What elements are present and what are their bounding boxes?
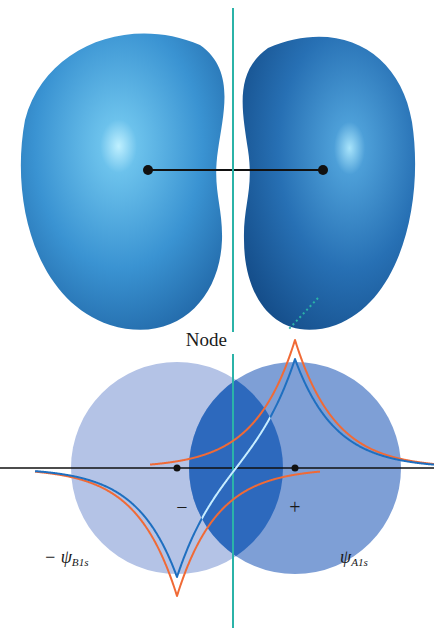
overlap-region (0, 300, 434, 634)
leader-line (288, 298, 318, 330)
combination-curve (35, 359, 434, 577)
nodal-plane (232, 8, 234, 332)
function-label: ψA1s (340, 548, 368, 568)
sign-label: − (176, 496, 187, 518)
combination-curve (35, 359, 434, 577)
bond-axis (148, 169, 323, 171)
sign-label: + (289, 496, 300, 518)
nodal-plane (232, 354, 234, 628)
nucleus-dot (318, 165, 328, 175)
nucleus-dot (174, 465, 181, 472)
function-label: − ψB1s (44, 548, 89, 568)
x-axis (0, 467, 434, 469)
orbital-lobe (243, 37, 415, 330)
wavefunction-curve (150, 340, 434, 465)
node-label: Node (186, 330, 227, 351)
nucleus-dot (292, 465, 299, 472)
orbital-lobe (21, 34, 225, 330)
nucleus-dot (143, 165, 153, 175)
